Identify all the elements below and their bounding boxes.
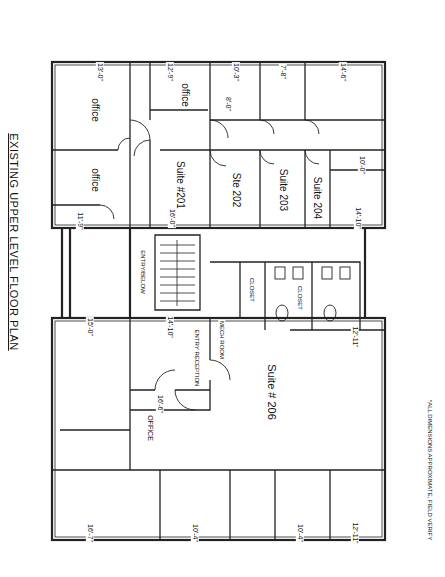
dimension: 11'-9" — [76, 211, 84, 230]
plumbing-fixtures — [275, 267, 350, 321]
suite-name: Ste 202 — [231, 172, 242, 208]
dimension: 12'-11" — [351, 325, 359, 348]
dimension: 8'-0" — [224, 96, 232, 112]
note: *ALL DIMENSIONS APPROXIMATE, FIELD VERIF… — [427, 399, 434, 541]
dimension: 16'-0" — [168, 208, 176, 228]
dimension: 7'-8" — [279, 64, 287, 80]
room-label: CLOSET — [249, 277, 256, 303]
room-name: office — [90, 167, 101, 193]
dimension: 12'-9" — [166, 62, 174, 82]
dimension: 12'-11" — [351, 521, 359, 544]
dimension: 10'-4" — [191, 523, 199, 543]
room-label: CLOSET — [297, 285, 304, 311]
dimension: 10'-3" — [232, 62, 240, 82]
dimension: 10'-0" — [358, 155, 366, 175]
suite-name: Suite # 206 — [266, 363, 278, 421]
drawing-title: EXISTING UPPER LEVEL FLOOR PLAN — [8, 132, 20, 351]
door-swings — [100, 120, 319, 410]
dimension: 16'-6" — [156, 394, 164, 414]
dimension: 14'-6" — [339, 62, 347, 82]
room-name: office — [90, 97, 101, 123]
interior-walls — [52, 62, 385, 540]
room-label: ENTRY RECEPTION — [194, 329, 201, 388]
suite-name: Suite #201 — [175, 160, 186, 210]
room-label: MECH ROOM — [219, 320, 226, 360]
dimension: 15'-0" — [86, 317, 94, 337]
suite-name: Suite 204 — [312, 176, 323, 220]
dimension: 14'-10" — [166, 315, 174, 339]
suite-name: Suite 203 — [278, 168, 289, 212]
stair-label: ENTRY/BELOW — [140, 249, 147, 295]
room-name: office — [180, 82, 191, 108]
room-label: OFFICE — [146, 414, 154, 442]
dimension: 10'-4" — [296, 523, 304, 543]
outer-walls — [52, 62, 385, 540]
dimension: 14'-10" — [354, 206, 362, 230]
dimension: 16'-7" — [86, 523, 94, 543]
stair-treads — [160, 240, 195, 306]
dimension: 13'-0" — [96, 62, 104, 82]
